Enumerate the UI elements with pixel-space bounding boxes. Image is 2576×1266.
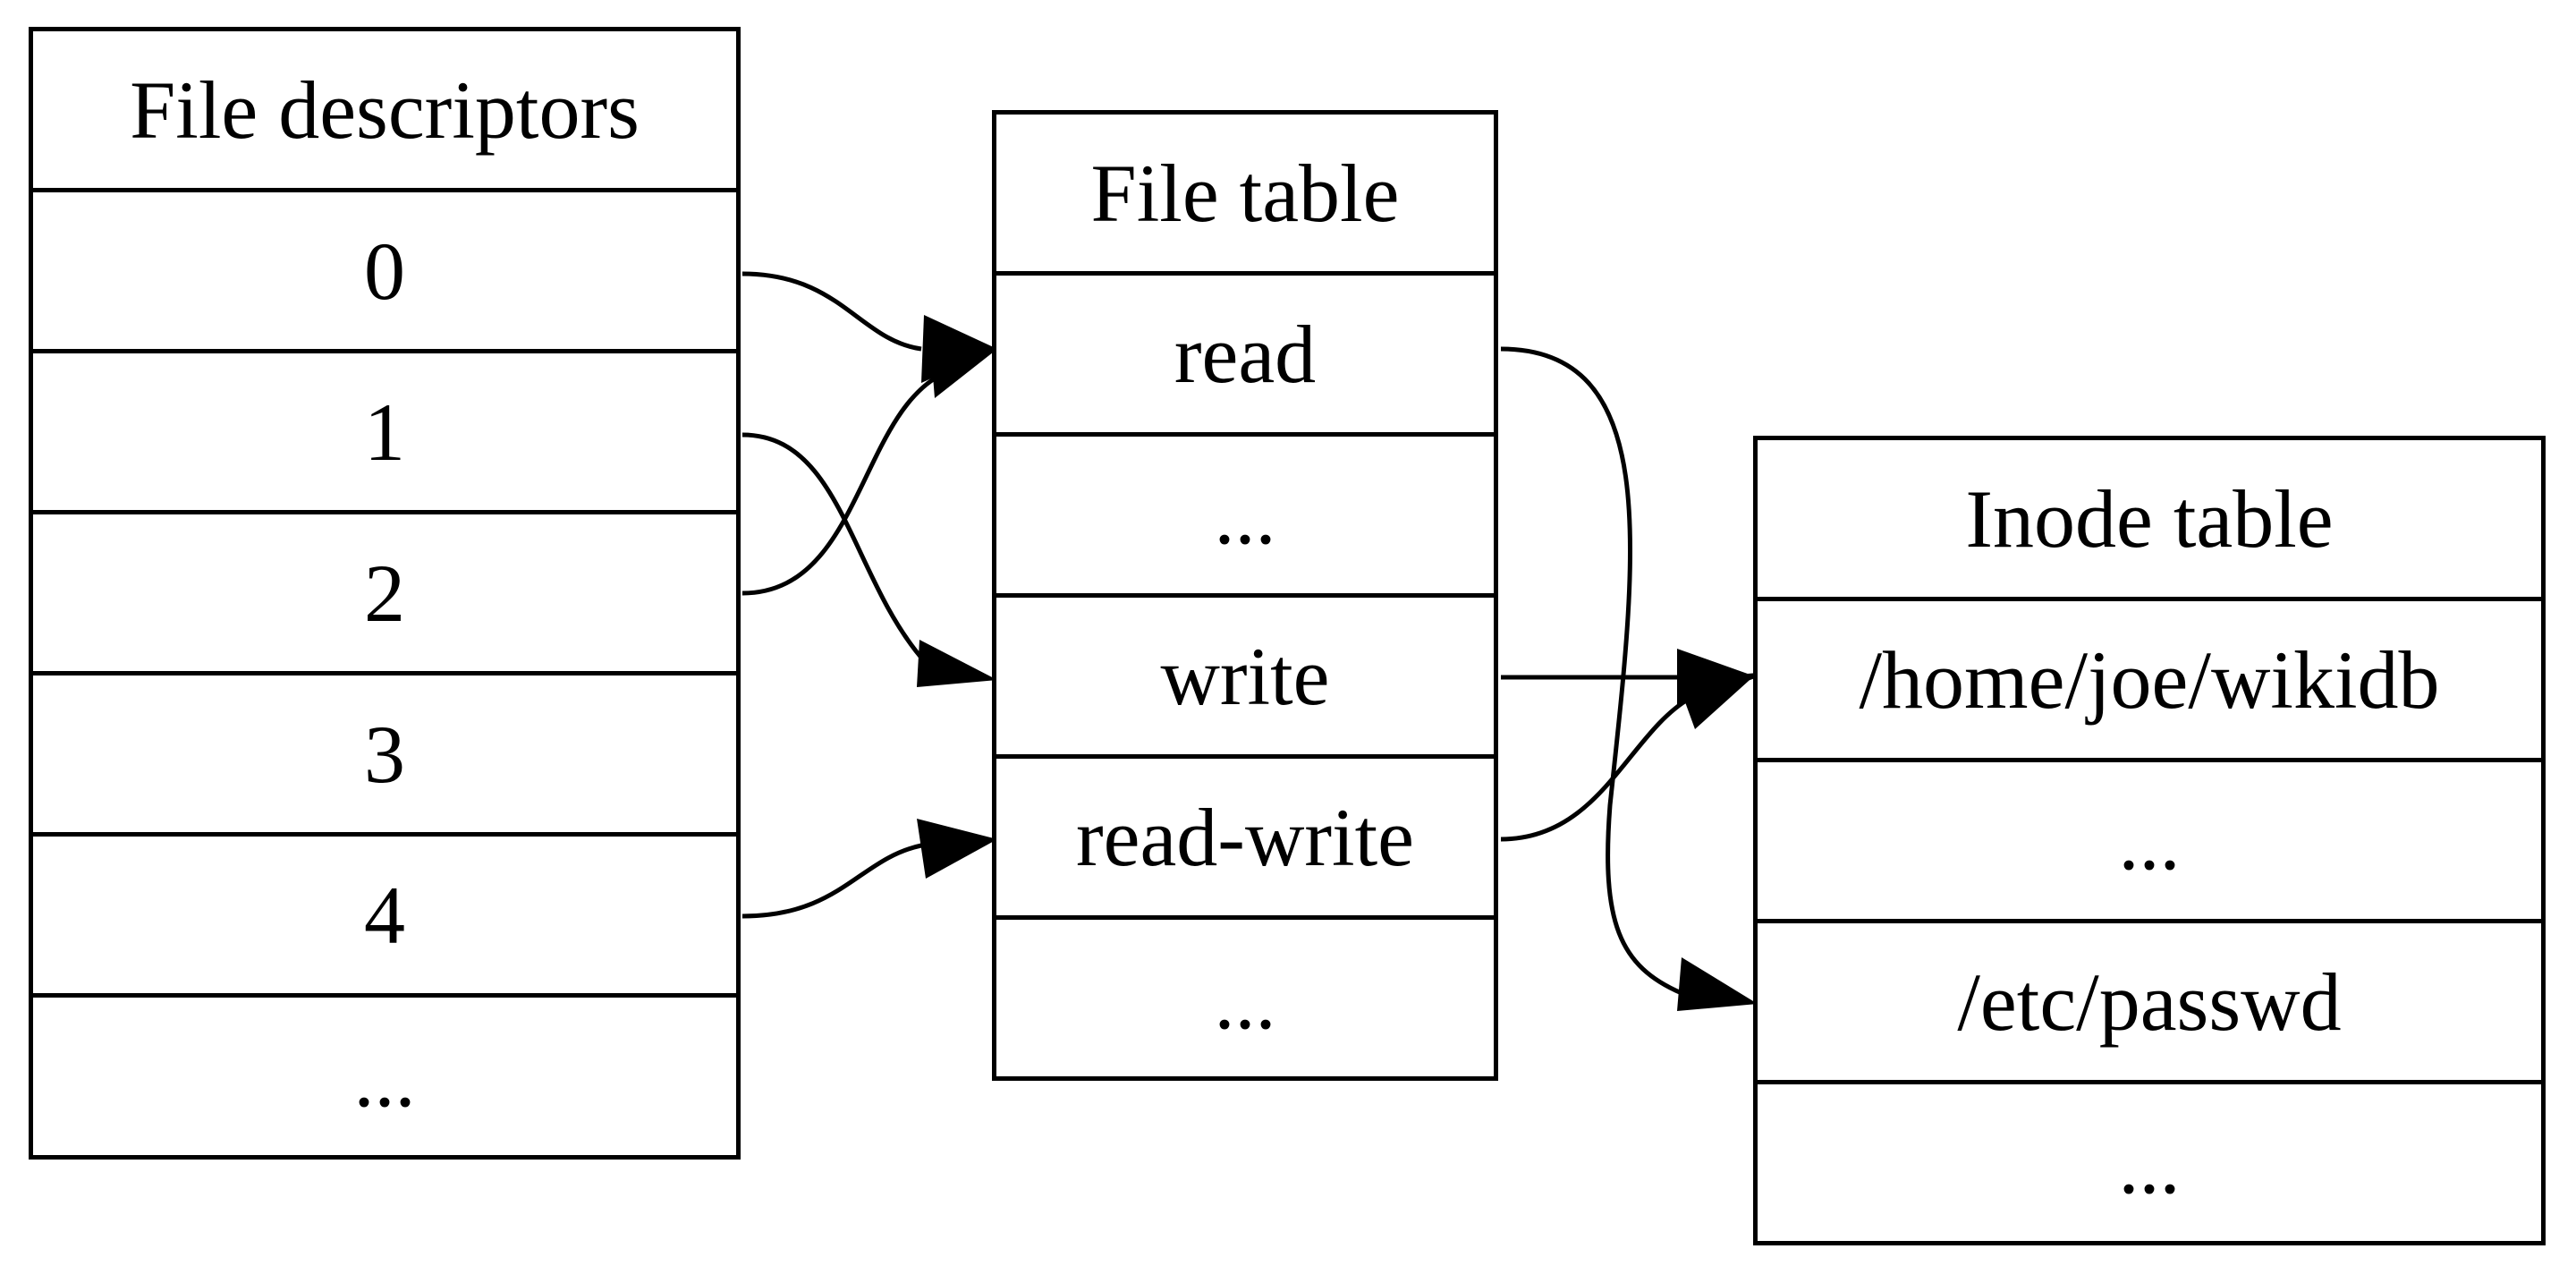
fd-row-3: 3 bbox=[33, 675, 736, 837]
inode-row-wikidb: /home/joe/wikidb bbox=[1758, 601, 2541, 762]
arrowhead-fd1-to-write bbox=[917, 640, 997, 687]
edge-fd4-to-readwrite bbox=[741, 843, 922, 919]
inode-table-header: Inode table bbox=[1758, 440, 2541, 601]
arrowhead-readwrite-to-wikidb bbox=[1677, 673, 1758, 729]
file-table-header: File table bbox=[996, 115, 1494, 276]
arrowhead-read-to-passwd bbox=[1677, 957, 1758, 1011]
edge-fd2-to-read bbox=[741, 373, 941, 596]
fd-row-0: 0 bbox=[33, 192, 736, 353]
ft-row-ellipsis-2: ... bbox=[1214, 955, 1276, 1046]
file-table: File table read ... write read-write ... bbox=[992, 110, 1498, 1081]
arrowhead-fd4-to-readwrite bbox=[917, 819, 997, 879]
edge-fd1-to-write bbox=[741, 432, 923, 659]
inode-row-ellipsis-2: ... bbox=[2118, 1119, 2181, 1211]
fd-row-ellipsis: ... bbox=[353, 1032, 416, 1124]
inode-table: Inode table /home/joe/wikidb ... /etc/pa… bbox=[1753, 436, 2546, 1245]
arrowhead-fd2-to-read bbox=[928, 320, 997, 398]
fd-row-2: 2 bbox=[33, 514, 736, 675]
file-descriptors-table: File descriptors 0 1 2 3 4 ... bbox=[29, 27, 741, 1160]
fd-row-4: 4 bbox=[33, 837, 736, 998]
ft-row-ellipsis-1: ... bbox=[996, 437, 1494, 598]
ft-row-write: write bbox=[996, 598, 1494, 759]
inode-row-ellipsis-1: ... bbox=[1758, 762, 2541, 923]
ft-row-read-write: read-write bbox=[996, 759, 1494, 920]
inode-row-passwd: /etc/passwd bbox=[1758, 923, 2541, 1084]
edge-readwrite-to-wikidb bbox=[1500, 695, 1692, 842]
fd-row-1: 1 bbox=[33, 353, 736, 514]
edge-read-to-passwd bbox=[1500, 346, 1682, 996]
file-descriptors-header: File descriptors bbox=[33, 31, 736, 192]
ft-row-read: read bbox=[996, 276, 1494, 437]
edge-fd0-to-read bbox=[741, 271, 922, 352]
